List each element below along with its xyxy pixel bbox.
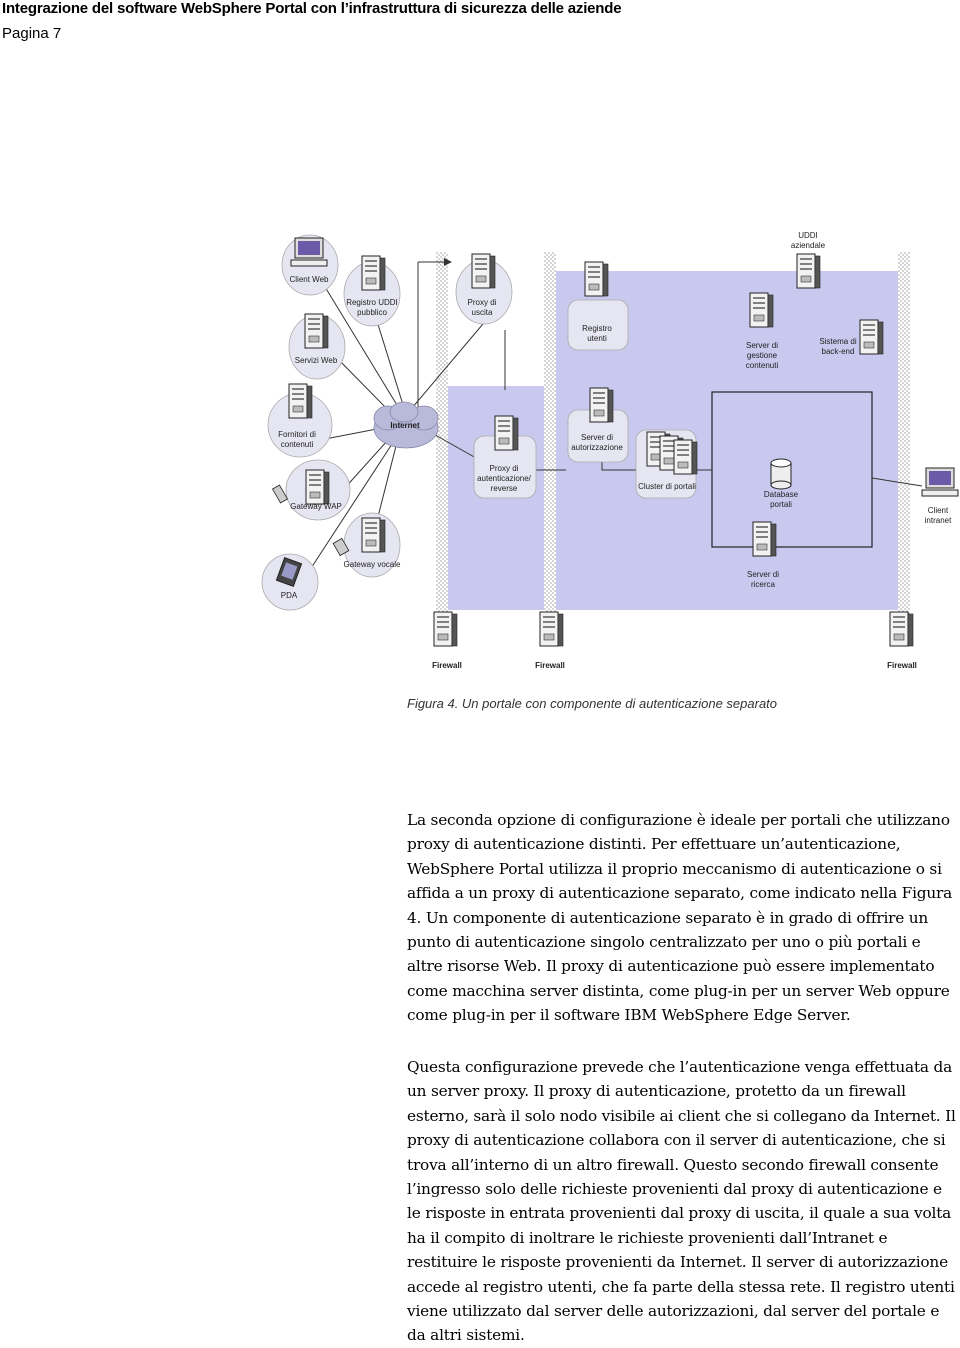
label-registro-uddi-1: Registro UDDI bbox=[346, 298, 398, 307]
label-firewall-2: Firewall bbox=[535, 661, 565, 670]
label-server-gestione-1: Server di bbox=[746, 341, 778, 350]
label-server-ricerca-1: Server di bbox=[747, 570, 779, 579]
label-registro-utenti-1: Registro bbox=[582, 324, 612, 333]
label-fornitori-2: contenuti bbox=[281, 440, 314, 449]
gateway-vocale-server-icon bbox=[361, 517, 386, 553]
label-server-autorizzazione-2: autorizzazione bbox=[571, 443, 623, 452]
label-servizi-web: Servizi Web bbox=[295, 356, 338, 365]
label-client-web: Client Web bbox=[290, 275, 330, 284]
cluster-server-icon-3 bbox=[673, 439, 698, 475]
servizi-web-server-icon bbox=[304, 313, 329, 349]
label-proxy-uscita-1: Proxy di bbox=[468, 298, 497, 307]
sistema-backend-server-icon bbox=[859, 319, 884, 355]
firewall-bar-outer bbox=[436, 252, 448, 622]
client-web-pc-icon bbox=[290, 237, 328, 267]
label-proxy-auth-2: autenticazione/ bbox=[477, 474, 532, 483]
firewall-server-icon-3 bbox=[889, 611, 914, 647]
label-registro-uddi-2: pubblico bbox=[357, 308, 387, 317]
label-firewall-1: Firewall bbox=[432, 661, 462, 670]
body-paragraph-1: La seconda opzione di configurazione è i… bbox=[407, 811, 953, 1025]
label-gateway-vocale: Gateway vocale bbox=[344, 560, 401, 569]
label-database-2: portali bbox=[770, 500, 792, 509]
label-proxy-auth-3: reverse bbox=[491, 484, 518, 493]
registro-utenti-server-icon bbox=[584, 261, 609, 297]
label-proxy-auth-1: Proxy di bbox=[490, 464, 519, 473]
body-paragraph-2: Questa configurazione prevede che l’aute… bbox=[407, 1058, 956, 1345]
proxy-uscita-server-icon bbox=[471, 253, 496, 289]
uddi-aziendale-server-icon bbox=[796, 253, 821, 289]
label-uddi-aziendale-2: aziendale bbox=[791, 241, 826, 250]
label-cluster-portali: Cluster di portali bbox=[638, 482, 696, 491]
page-number: Pagina 7 bbox=[2, 25, 62, 42]
label-database-1: Database bbox=[764, 490, 799, 499]
gateway-wap-server-icon bbox=[305, 469, 330, 505]
pda-icon bbox=[275, 557, 303, 587]
firewall-server-icon-2 bbox=[539, 611, 564, 647]
bubbles bbox=[261, 234, 697, 611]
label-gateway-wap: Gateway WAP bbox=[290, 502, 342, 511]
phone-icon bbox=[332, 537, 350, 557]
document-title: Integrazione del software WebSphere Port… bbox=[2, 0, 622, 17]
label-fornitori-1: Fornitori di bbox=[278, 430, 316, 439]
label-registro-utenti-2: utenti bbox=[587, 334, 607, 343]
network-diagram: Client Web Registro UDDI pubblico Proxy … bbox=[261, 231, 959, 670]
label-pda: PDA bbox=[281, 591, 298, 600]
server-gestione-icon bbox=[749, 292, 774, 328]
label-sistema-backend-1: Sistema di bbox=[819, 337, 857, 346]
label-sistema-backend-2: back-end bbox=[822, 347, 855, 356]
client-intranet-pc-icon bbox=[921, 467, 959, 497]
label-server-gestione-2: gestione bbox=[747, 351, 778, 360]
firewall-bar-middle bbox=[544, 252, 556, 622]
label-internet: Internet bbox=[390, 421, 420, 430]
label-server-ricerca-2: ricerca bbox=[751, 580, 776, 589]
label-firewall-3: Firewall bbox=[887, 661, 917, 670]
firewall-server-icon-1 bbox=[433, 611, 458, 647]
label-server-autorizzazione-1: Server di bbox=[581, 433, 613, 442]
internet-cloud bbox=[373, 401, 439, 449]
fornitori-server-icon bbox=[288, 383, 313, 419]
database-icon bbox=[770, 458, 792, 490]
server-autorizzazione-icon bbox=[589, 387, 614, 423]
mobile-phone-icon bbox=[271, 484, 289, 504]
registro-uddi-server-icon bbox=[361, 255, 386, 291]
label-client-intranet-1: Client bbox=[928, 506, 949, 515]
label-server-gestione-3: contenuti bbox=[746, 361, 779, 370]
figure-caption: Figura 4. Un portale con componente di a… bbox=[407, 696, 778, 711]
firewall-bar-inner bbox=[898, 252, 910, 622]
label-proxy-uscita-2: uscita bbox=[472, 308, 493, 317]
proxy-autenticazione-server-icon bbox=[494, 415, 519, 451]
label-uddi-aziendale-1: UDDI bbox=[798, 231, 818, 240]
server-ricerca-icon bbox=[752, 521, 777, 557]
label-client-intranet-2: intranet bbox=[925, 516, 952, 525]
